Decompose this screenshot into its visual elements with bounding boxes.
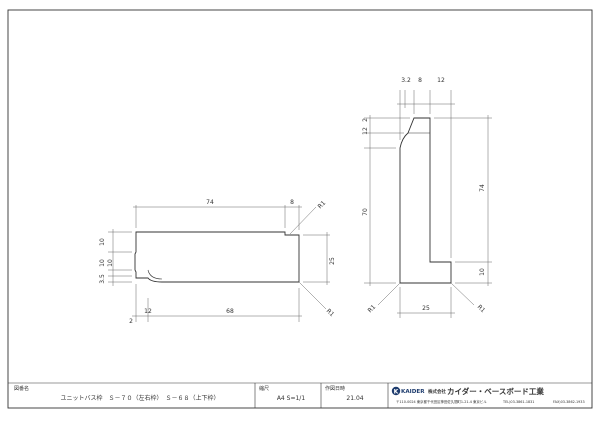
dim-a-bottom-width: 68 [226,308,234,315]
dim-a-left-mid1: 10 [99,259,106,267]
profile-b-dim-text: 3.2 8 12 2 12 70 74 10 25 R1 R1 [362,77,486,314]
title-date-value: 21.04 [346,395,363,402]
logo-brand: KAIDER [401,389,425,395]
company-name: カイダー・ベースボード工業 [447,386,544,396]
dim-a-left-upper: 10 [99,238,106,246]
dim-a-radius-top: R1 [317,200,328,211]
logo-mark-icon [391,386,401,396]
title-block-text: 図番名 ユニットバス枠 Ｓ－７０（左右枠） Ｓ－６８（上下枠） 縮尺 A4 S=… [14,385,364,402]
sheet-frame [7,9,593,409]
profile-a-outline [134,231,300,283]
title-scale-value: A4 S=1/1 [277,395,306,402]
title-date-label: 作図日時 [325,385,345,392]
dim-b-top-b: 8 [418,77,422,84]
svg-text:K: K [394,389,399,396]
dim-b-radius-left: R1 [367,304,378,315]
dim-a-bottom-left: 12 [144,308,152,315]
profile-b-outline [399,117,452,284]
profile-drawing-a [134,231,300,283]
company-fax: FAX)03-3862-1933 [553,400,585,404]
dim-a-top-right: 8 [290,199,294,206]
dim-b-right-tall: 74 [479,184,486,192]
dim-a-radius-bottom: R1 [325,308,336,319]
title-block [8,382,592,408]
title-name-value: ユニットバス枠 Ｓ－７０（左右枠） Ｓ－６８（上下枠） [60,394,219,402]
dim-b-right-small: 10 [479,268,486,276]
title-name-label: 図番名 [14,385,29,392]
dim-b-bottom-width: 25 [422,305,430,312]
dim-b-radius-right: R1 [476,304,487,315]
profile-a-dim-text: 74 8 25 12 68 2 10 10 10 3.5 R1 R1 [99,199,336,325]
dim-b-top-a: 3.2 [401,77,411,84]
dim-a-bottom-small: 2 [129,318,133,325]
logo-kk: 株式会社 [428,388,446,395]
company-logo: K KAIDER 株式会社 カイダー・ベースボード工業 〒110-0024 東京… [391,386,585,404]
dim-a-left-small: 3.5 [99,274,106,284]
dim-b-left-upper: 12 [362,127,369,135]
profile-b-dimensions [364,90,492,318]
dim-a-height: 25 [329,257,336,265]
profile-drawing-b [399,117,452,284]
dim-a-top-width: 74 [206,199,214,206]
dim-b-left-total: 70 [362,208,369,216]
dim-a-left-mid2: 10 [107,259,114,267]
company-tel: TEL)03-3861-1831 [502,400,534,404]
company-address: 〒110-0024 東京都千代田区神田佐久間町1-21-4 東京ビル [396,399,487,404]
profile-a-dimensions [108,205,330,322]
dim-b-left-small: 2 [362,118,369,122]
dim-b-top-c: 12 [437,77,445,84]
title-scale-label: 縮尺 [259,385,269,392]
